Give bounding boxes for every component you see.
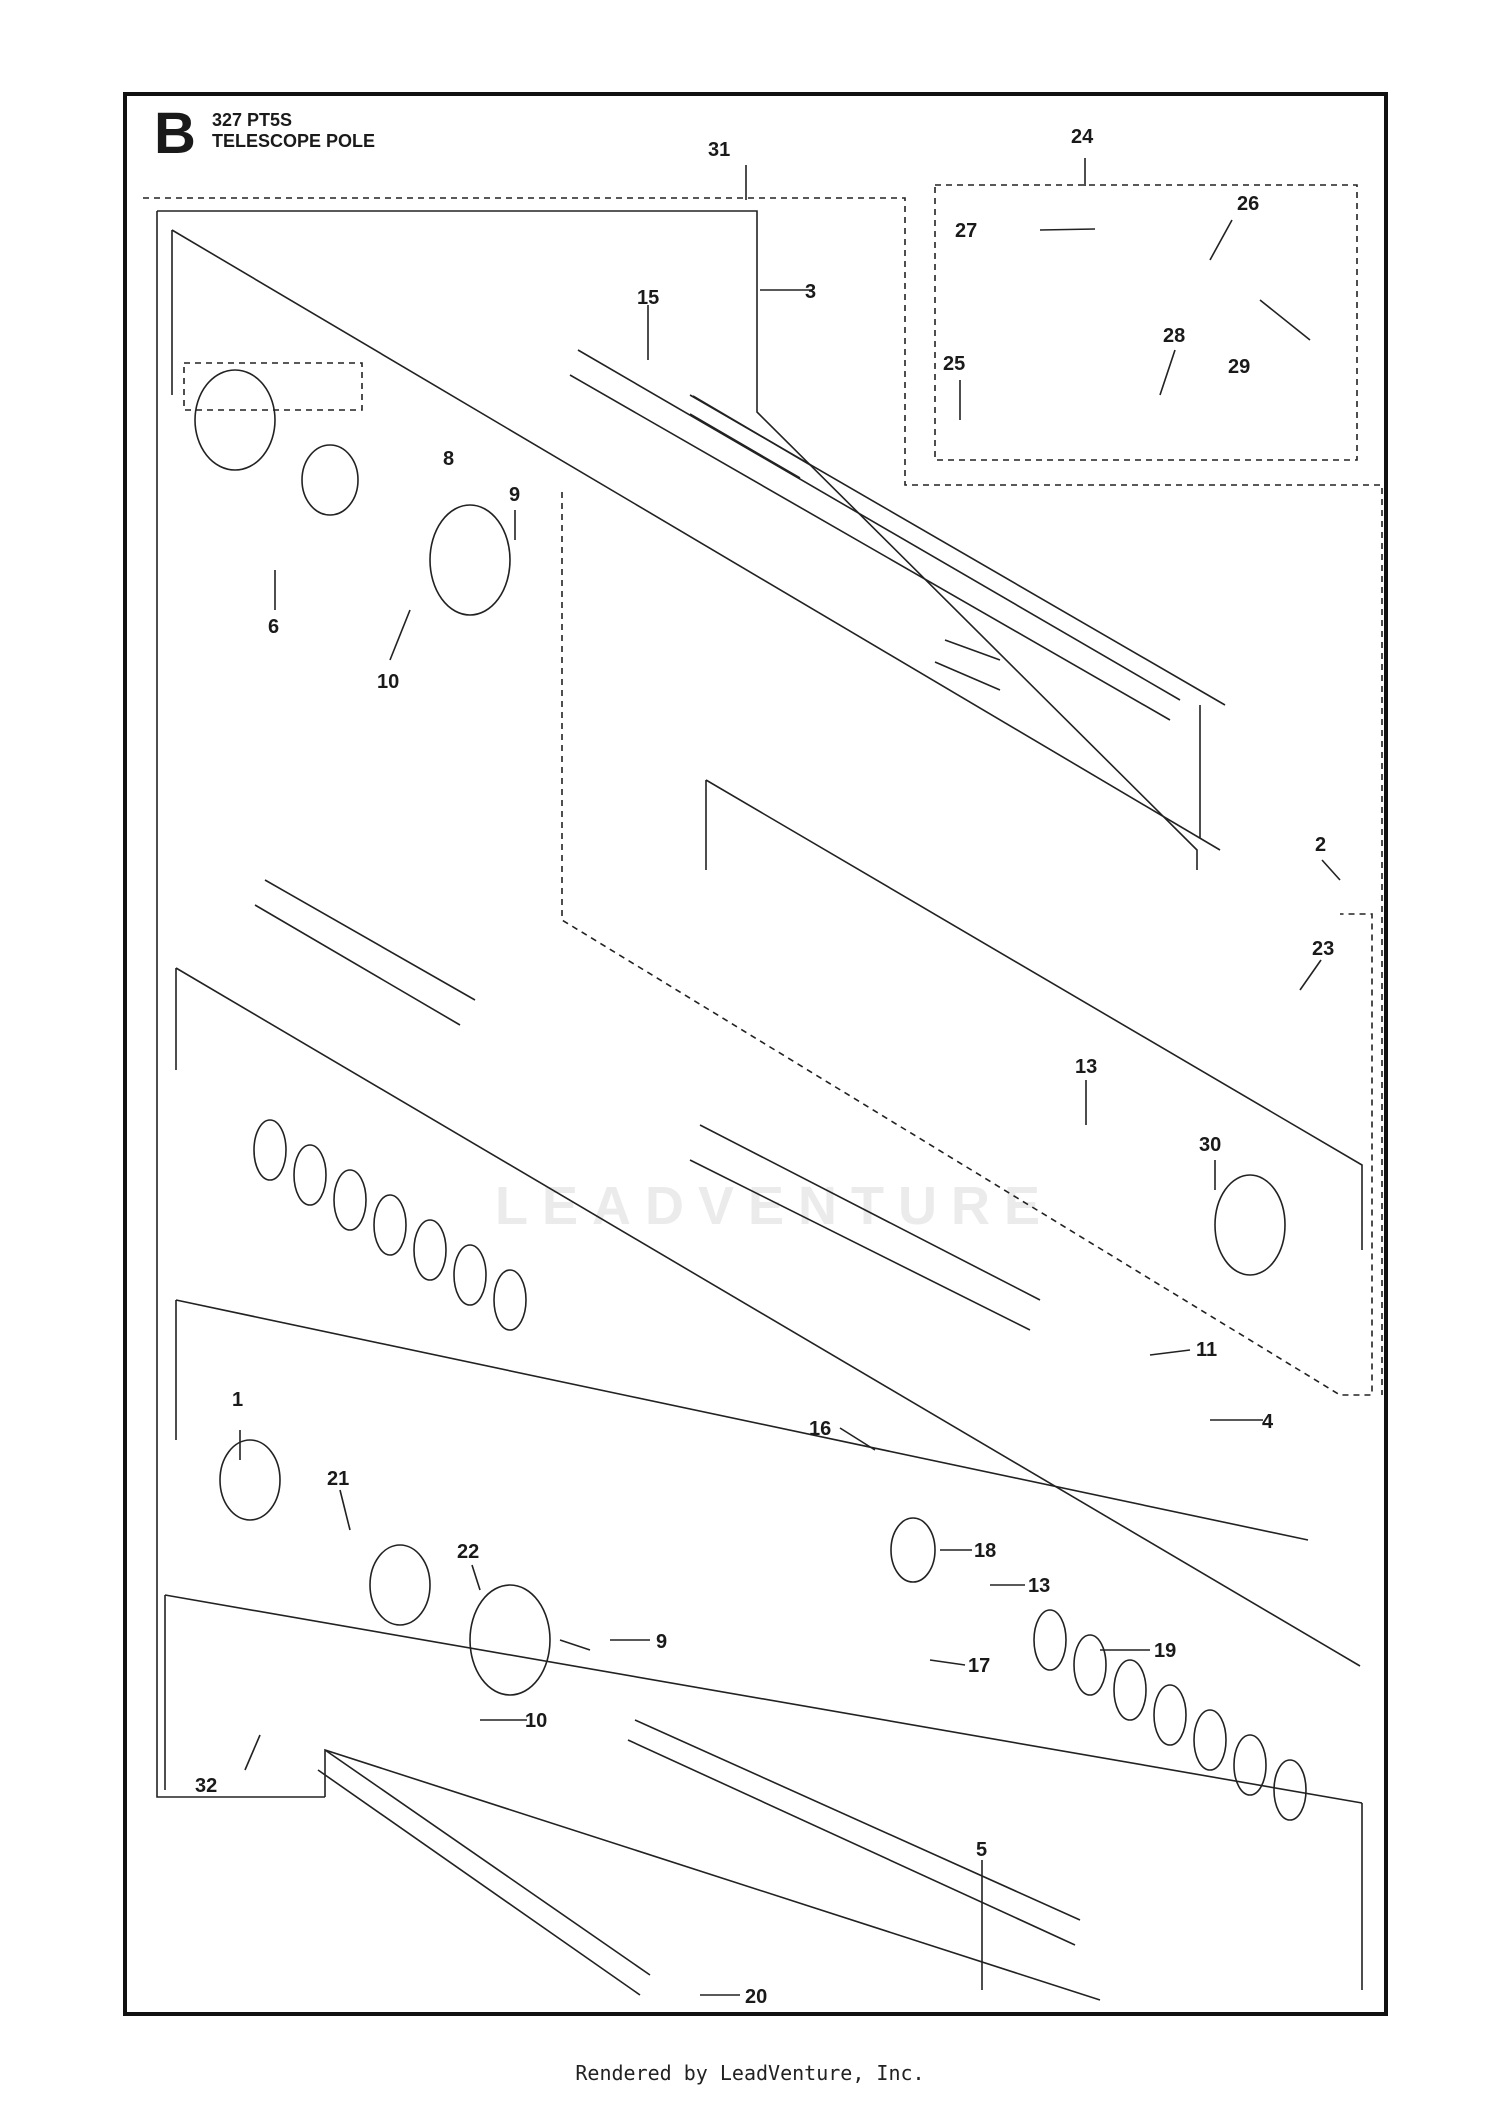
callout-part-13-lower[interactable]: 13 — [1028, 1575, 1051, 1597]
diagram-frame — [123, 92, 1388, 2016]
callout-part-28[interactable]: 28 — [1163, 325, 1186, 347]
callout-part-9-upper[interactable]: 9 — [509, 484, 521, 506]
callout-part-27[interactable]: 27 — [955, 220, 978, 242]
sleeve-21 — [369, 1544, 431, 1626]
callout-part-1[interactable]: 1 — [232, 1389, 244, 1411]
callout-part-19[interactable]: 19 — [1154, 1640, 1177, 1662]
tube-main-upper — [569, 349, 1181, 721]
callout-part-11[interactable]: 11 — [1196, 1339, 1218, 1361]
callout-part-23[interactable]: 23 — [1312, 938, 1335, 960]
callout-part-4[interactable]: 4 — [1262, 1411, 1274, 1433]
assembly-outline — [157, 210, 1198, 870]
callout-part-16[interactable]: 16 — [809, 1418, 832, 1440]
callout-part-24[interactable]: 24 — [1071, 126, 1094, 148]
bearing-18 — [890, 1517, 936, 1583]
callout-part-5[interactable]: 5 — [976, 1839, 988, 1861]
callout-part-29[interactable]: 29 — [1228, 356, 1251, 378]
watermark: LEADVENTURE — [495, 1176, 1055, 1236]
callout-part-15[interactable]: 15 — [637, 287, 660, 309]
bushing-6 — [301, 444, 359, 516]
callout-part-6[interactable]: 6 — [268, 616, 280, 638]
callout-part-32[interactable]: 32 — [195, 1775, 218, 1797]
callout-part-9-lower[interactable]: 9 — [656, 1631, 668, 1653]
callout-part-21[interactable]: 21 — [327, 1468, 350, 1490]
callout-part-3[interactable]: 3 — [805, 281, 817, 303]
sheet-letter: B — [154, 101, 196, 166]
callout-part-18[interactable]: 18 — [974, 1540, 997, 1562]
clamp-22 — [469, 1584, 551, 1696]
callout-part-2[interactable]: 2 — [1315, 834, 1327, 856]
cap-30 — [1214, 1174, 1286, 1276]
sleeve-1 — [219, 1439, 281, 1521]
assembly-2-boundary — [561, 492, 1373, 1396]
model-label: 327 PT5S — [212, 110, 293, 130]
assembly-31-boundary — [143, 197, 1383, 1395]
assembly-6-boundary — [183, 362, 363, 411]
callout-part-22[interactable]: 22 — [457, 1541, 480, 1563]
callout-part-25[interactable]: 25 — [943, 353, 966, 375]
assembly-24-boundary — [934, 184, 1358, 461]
diagram-title: TELESCOPE POLE — [212, 131, 376, 151]
tube-3 — [689, 395, 813, 479]
knob-6 — [194, 369, 276, 471]
callout-part-8[interactable]: 8 — [443, 448, 455, 470]
tube-32 — [317, 1749, 651, 1996]
callout-part-10-lower[interactable]: 10 — [525, 1710, 548, 1732]
tube-2 — [934, 639, 1001, 691]
spring-upper — [253, 1119, 527, 1331]
clamp-8 — [429, 504, 511, 616]
spring-lower — [1033, 1609, 1307, 1821]
tube-5 — [627, 1719, 1081, 1946]
callout-part-13-upper[interactable]: 13 — [1075, 1056, 1098, 1078]
callout-part-31[interactable]: 31 — [708, 139, 731, 161]
tube-4 — [689, 1124, 1041, 1331]
callout-part-17[interactable]: 17 — [968, 1655, 991, 1677]
footer-credit: Rendered by LeadVenture, Inc. — [575, 2061, 925, 2085]
callout-part-10-upper[interactable]: 10 — [377, 671, 400, 693]
tube-outer — [254, 879, 476, 1026]
callout-part-30[interactable]: 30 — [1199, 1134, 1222, 1156]
callout-part-26[interactable]: 26 — [1237, 193, 1260, 215]
callout-part-20[interactable]: 20 — [745, 1986, 768, 2008]
